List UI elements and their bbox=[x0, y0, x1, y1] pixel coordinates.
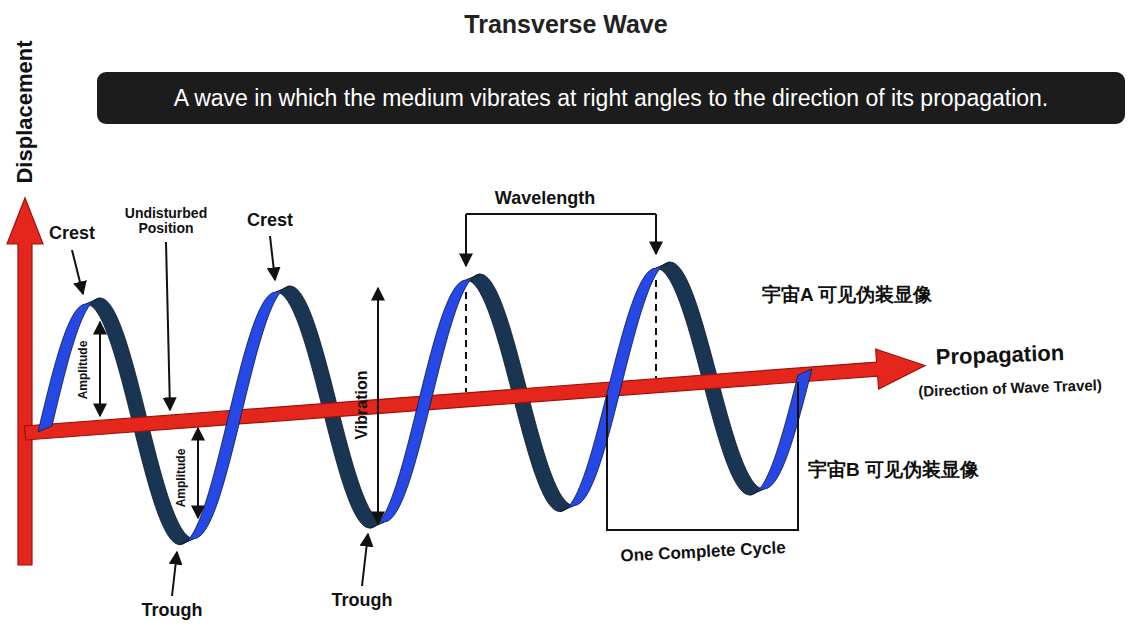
leader-line bbox=[270, 236, 275, 280]
leader-line bbox=[72, 250, 83, 294]
leader-line bbox=[172, 552, 177, 596]
trough-label: Trough bbox=[332, 590, 393, 611]
amplitude-label: Amplitude bbox=[77, 341, 91, 400]
position-label: Undisturbed Position bbox=[114, 206, 219, 237]
crest-label: Crest bbox=[49, 223, 95, 244]
dashed-line bbox=[465, 292, 467, 392]
leader-line bbox=[166, 242, 170, 410]
annotation-lines bbox=[72, 214, 798, 596]
cycle-bracket bbox=[607, 382, 798, 530]
vibration-label: Vibration bbox=[353, 370, 371, 439]
definition-text: A wave in which the medium vibrates at r… bbox=[174, 85, 1048, 112]
crest-label: Crest bbox=[247, 210, 293, 231]
ribbon-back bbox=[86, 262, 764, 545]
axis-group bbox=[7, 198, 43, 565]
displacement-axis bbox=[7, 198, 43, 565]
wavelength-label: Wavelength bbox=[495, 188, 595, 209]
axis-label: Displacement bbox=[12, 40, 37, 183]
amplitude-arrow bbox=[197, 428, 199, 518]
wave-ribbon bbox=[750, 369, 812, 495]
wave-ribbon bbox=[38, 298, 100, 432]
wave-ribbon bbox=[180, 286, 290, 545]
diagram-title: Transverse Wave bbox=[464, 10, 667, 39]
axis-sublabel: (Direction of Wave Travel) bbox=[918, 376, 1102, 400]
wavelength-bracket bbox=[465, 214, 467, 266]
definition-banner: A wave in which the medium vibrates at r… bbox=[97, 72, 1125, 124]
universe-note: 宇宙A 可见伪装显像 bbox=[762, 284, 932, 306]
ribbon-front bbox=[38, 262, 812, 545]
wave-ribbon bbox=[560, 262, 670, 511]
leader-line bbox=[362, 534, 368, 586]
wavelength-bracket bbox=[655, 214, 657, 254]
trough-label: Trough bbox=[142, 600, 203, 621]
cycle-label: One Complete Cycle bbox=[620, 538, 786, 566]
wave-ribbon bbox=[370, 274, 480, 528]
vibration-arrow bbox=[377, 288, 379, 524]
wavelength-bracket bbox=[466, 213, 656, 215]
amplitude-label: Amplitude bbox=[175, 449, 189, 508]
amplitude-arrow bbox=[99, 322, 101, 416]
universe-note: 宇宙B 可见伪装显像 bbox=[808, 459, 979, 481]
axis-label: Propagation bbox=[935, 340, 1064, 370]
dashed-line bbox=[655, 280, 657, 378]
